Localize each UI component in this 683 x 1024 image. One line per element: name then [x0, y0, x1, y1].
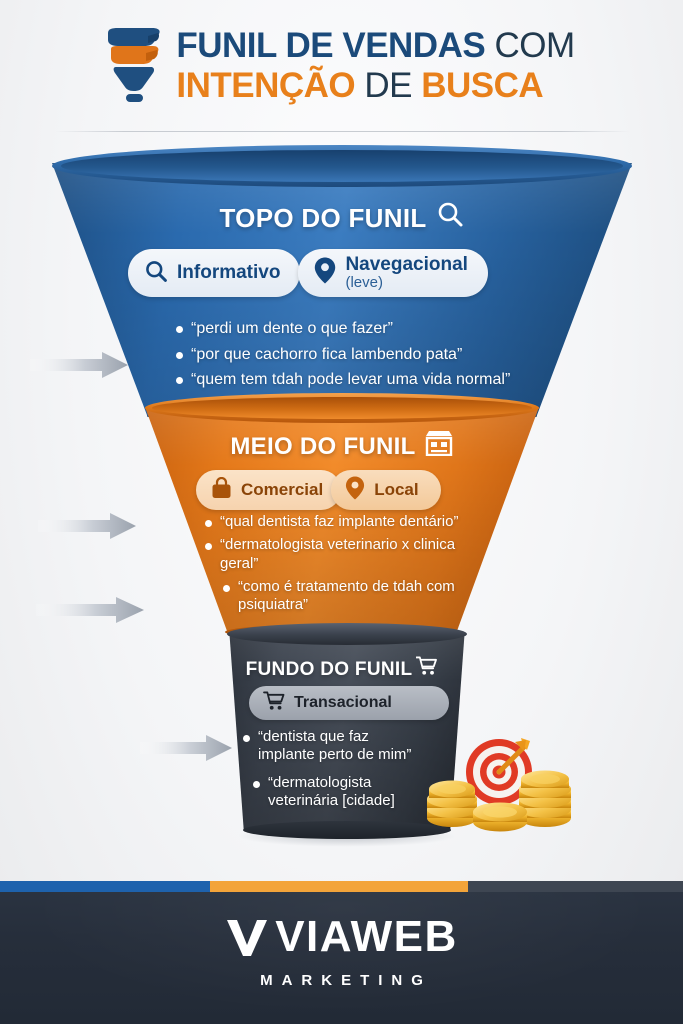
accent-bar-orange [210, 881, 468, 892]
title-line1-thin: COM [494, 26, 575, 65]
shopping-cart-icon [263, 691, 285, 716]
meio-tag-row: Comercial Local [196, 470, 441, 510]
funnel-diagram [0, 131, 683, 847]
topo-tag-row: Informativo Navegacional (leve) [128, 249, 488, 297]
list-item: “perdi um dente o que fazer” [176, 319, 510, 339]
bullet-dot-icon [205, 520, 212, 527]
title-line2-intencao: INTENÇÃO [176, 66, 356, 105]
list-item: “dermatologista veterinária [cidade] [253, 774, 423, 811]
arrow-right-icon-4 [140, 735, 232, 761]
fundo-query-2: “dermatologista veterinária [cidade] [268, 773, 395, 809]
title-line2-de: DE [364, 66, 413, 105]
tag-navegacional-sublabel: (leve) [345, 274, 383, 292]
shopping-bag-icon [211, 476, 232, 504]
list-item: “como é tratamento de tdah com psiquiatr… [223, 578, 479, 615]
topo-rim-inner [61, 150, 623, 182]
bullet-dot-icon [205, 543, 212, 551]
fundo-query-list: “dentista que faz implante perto de mim”… [243, 728, 425, 819]
tag-comercial-label: Comercial [241, 479, 324, 499]
tag-navegacional-label: Navegacional [345, 253, 468, 275]
bullet-dot-icon [176, 377, 183, 385]
header-divider [55, 131, 630, 132]
footer: VIAWEB MARKETING [0, 881, 683, 1024]
map-pin-icon [345, 475, 365, 505]
list-item: “qual dentista faz implante dentário” [205, 513, 479, 531]
shopping-cart-icon [415, 656, 438, 682]
page-title: FUNIL DE VENDAS COM INTENÇÃO DE BUSCA [176, 26, 575, 105]
target-and-coins-icon [424, 726, 576, 832]
arrow-right-icon-2 [38, 513, 136, 539]
storefront-icon [425, 430, 453, 463]
funnel-stage-meio [145, 393, 539, 640]
fundo-query-1: “dentista que faz implante perto de mim” [258, 728, 412, 764]
list-item: “por que cachorro fica lambendo pata” [176, 345, 510, 365]
topo-query-3: “quem tem tdah pode levar uma vida norma… [191, 371, 511, 389]
fundo-tag-row: Transacional [249, 686, 449, 720]
tag-navegacional[interactable]: Navegacional (leve) [298, 249, 488, 297]
fundo-bottom-cap [243, 821, 451, 839]
fundo-rim-outer [227, 623, 467, 645]
accent-bar-dark [468, 881, 683, 892]
title-line2-busca: BUSCA [421, 66, 544, 105]
bullet-dot-icon [223, 584, 230, 592]
accent-bar-blue [0, 881, 210, 892]
tag-local-label: Local [374, 479, 419, 499]
meio-query-3: “como é tratamento de tdah com psiquiatr… [238, 577, 455, 614]
funnel-logo-icon [104, 27, 162, 105]
tag-local[interactable]: Local [331, 470, 441, 510]
footer-logo: VIAWEB MARKETING [0, 915, 683, 989]
bullet-dot-icon [176, 351, 183, 359]
meio-rim-inner [152, 397, 532, 419]
topo-query-2: “por que cachorro fica lambendo pata” [191, 345, 463, 363]
arrow-right-icon-3 [36, 597, 144, 623]
meio-query-2: “dermatologista veterinario x clinica ge… [220, 536, 456, 572]
header: FUNIL DE VENDAS COM INTENÇÃO DE BUSCA [0, 0, 683, 131]
tag-transacional[interactable]: Transacional [249, 686, 449, 720]
arrow-right-icon-1 [30, 352, 128, 378]
section-title-topo: TOPO DO FUNIL [0, 200, 683, 235]
accent-bar [0, 881, 683, 892]
topo-query-1: “perdi um dente o que fazer” [191, 320, 393, 337]
tag-transacional-label: Transacional [294, 694, 392, 712]
tag-informativo[interactable]: Informativo [128, 249, 301, 297]
list-item: “dermatologista veterinario x clinica ge… [205, 536, 457, 573]
tag-informativo-label: Informativo [177, 261, 281, 283]
topo-title-text: TOPO DO FUNIL [219, 202, 427, 233]
fundo-title-text: FUNDO DO FUNIL [245, 658, 413, 680]
footer-tagline: MARKETING [260, 972, 432, 989]
meio-query-1: “qual dentista faz implante dentário” [220, 513, 459, 530]
title-line1-strong: FUNIL DE VENDAS [176, 26, 486, 65]
section-title-meio: MEIO DO FUNIL [0, 430, 683, 463]
map-pin-icon [314, 257, 336, 289]
search-icon [144, 259, 168, 288]
list-item: “dentista que faz implante perto de mim” [243, 728, 425, 765]
bullet-dot-icon [176, 326, 183, 333]
bullet-dot-icon [253, 780, 260, 788]
section-title-fundo: FUNDO DO FUNIL [0, 656, 683, 682]
tag-comercial[interactable]: Comercial [196, 470, 342, 510]
list-item: “quem tem tdah pode levar uma vida norma… [176, 370, 510, 390]
footer-brand: VIAWEB [275, 912, 458, 961]
search-icon [436, 200, 464, 235]
meio-title-text: MEIO DO FUNIL [230, 432, 416, 460]
meio-query-list: “qual dentista faz implante dentário” “d… [205, 513, 479, 619]
viaweb-v-icon [225, 915, 269, 959]
bullet-dot-icon [243, 735, 250, 742]
topo-query-list: “perdi um dente o que fazer” “por que ca… [176, 319, 510, 396]
